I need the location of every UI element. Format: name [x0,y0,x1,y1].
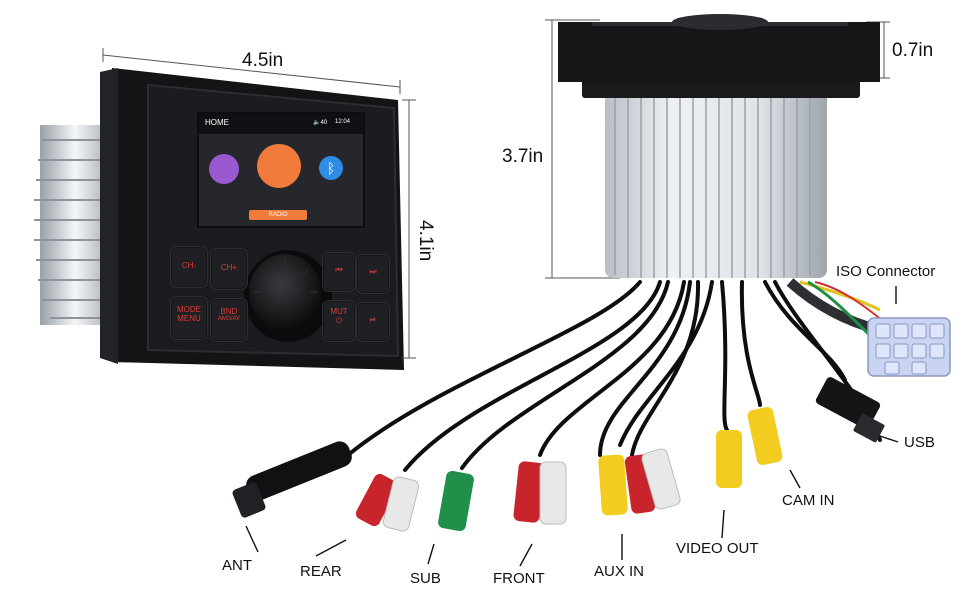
video-out-label: VIDEO OUT [676,540,759,557]
ch-plus-label: CH+ [220,263,238,272]
play-pause-button[interactable]: ⏯ [356,302,390,342]
cables [346,280,882,472]
ch-minus-button[interactable]: CH- [170,246,208,288]
left-heatsink [34,125,110,325]
mute-power-button[interactable]: MUT⏻ [322,300,356,342]
cam-in-label: CAM IN [782,492,835,509]
ant-label: ANT [222,557,252,574]
usb-plug [815,377,885,443]
iso-connector-label: ISO Connector [836,263,936,280]
play-pause-icon: ⏯ [369,315,377,324]
depth-dimension: 3.7in [502,146,544,167]
volume-indicator: 🔈40 [313,120,328,126]
usb-app-icon [209,154,239,184]
radio-label: RADIO [249,210,307,220]
screen-title: HOME [205,118,229,127]
next-icon: ⏭ [369,267,377,276]
menu-label: MENU [177,314,201,323]
height-dimension: 4.1in [415,220,436,262]
status-bar [199,114,363,134]
radio-app-icon [257,144,301,188]
width-dimension: 4.5in [242,50,284,71]
screen-clock: 12:04 [335,119,351,125]
next-button[interactable]: ⏭ [356,254,390,294]
power-icon: ⏻ [335,316,343,325]
volume-value: 40 [320,120,328,126]
front-label: FRONT [493,570,545,587]
sub-label: SUB [410,570,441,587]
antenna-plug [232,441,352,518]
mut-label: MUT [330,307,348,316]
ch-minus-label: CH- [181,261,197,270]
prev-button[interactable]: ⏮ [322,252,356,292]
bluetooth-app-icon: ᛒ [319,156,343,180]
prev-icon: ⏮ [335,265,343,274]
volume-knob [244,250,332,342]
dimension-lines [102,19,890,359]
rca-plugs [355,407,783,532]
flange-dimension: 0.7in [892,40,934,61]
bnd-label: BND [220,307,238,316]
iso-connector-body [867,317,951,377]
rear-heatsink [558,14,880,278]
ch-plus-button[interactable]: CH+ [210,248,248,290]
aux-in-label: AUX IN [594,563,645,580]
leader-lines [245,286,899,567]
mode-label: MODE [177,305,201,314]
ams-label: AMS/AV [217,316,241,322]
rear-label: REAR [300,563,342,580]
usb-label: USB [904,434,935,451]
radio-display: HOME 🔈40 12:04 ᛒ RADIO [197,112,365,228]
